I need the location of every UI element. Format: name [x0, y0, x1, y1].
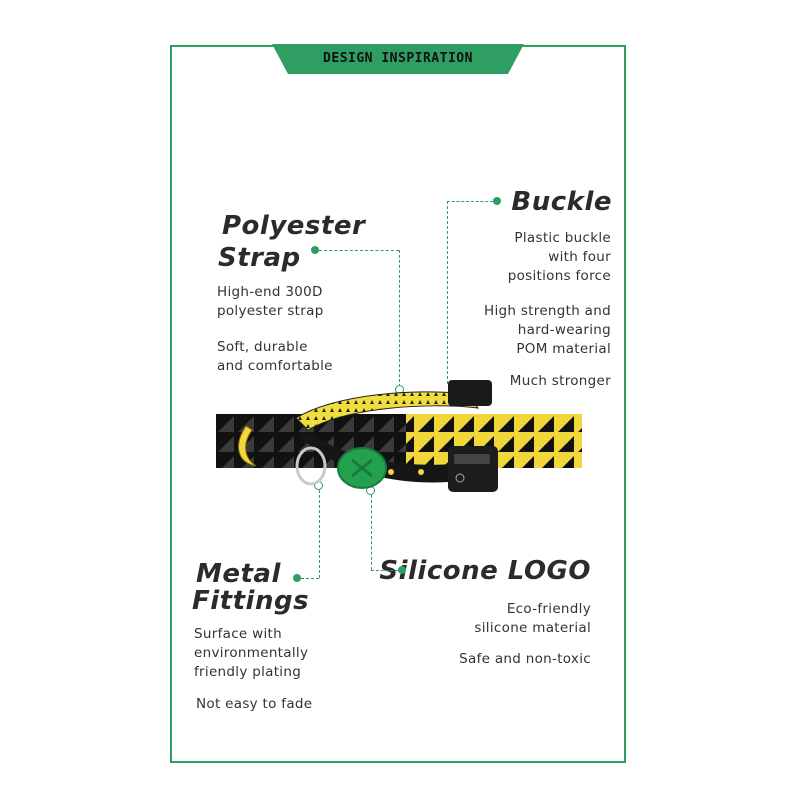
- strap-desc-2-line1: Soft, durable: [217, 339, 308, 355]
- strap-desc-2-line2: and comfortable: [217, 358, 333, 374]
- metal-title-line2: Fittings: [192, 586, 310, 616]
- buckle-desc-2-line1: High strength and: [484, 303, 611, 319]
- buckle-desc-1-line2: with four: [548, 249, 611, 265]
- logo-desc-2: Safe and non-toxic: [459, 651, 591, 667]
- buckle-bottom: [448, 446, 498, 492]
- buckle-desc-2-line2: hard-wearing: [517, 322, 611, 338]
- logo-connector-dot: [398, 566, 406, 574]
- collar-loop-front: [300, 432, 452, 483]
- logo-desc-1: Eco-friendly silicone material: [474, 600, 591, 638]
- buckle-desc-2-line3: POM material: [516, 341, 611, 357]
- metal-title-line1: Metal: [196, 559, 281, 589]
- buckle-desc-1: Plastic buckle with four positions force: [508, 229, 611, 286]
- banana-icon: [238, 425, 257, 467]
- metal-connector-dot: [293, 574, 301, 582]
- buckle-desc-1-line3: positions force: [507, 268, 611, 284]
- strap-desc-2: Soft, durable and comfortable: [217, 338, 333, 376]
- collar-loop-top: [295, 391, 480, 431]
- metal-connector-v: [319, 490, 320, 578]
- metal-desc-1-line3: friendly plating: [194, 664, 302, 680]
- collar-illustration: [216, 380, 582, 492]
- metal-desc-1-line2: environmentally: [194, 645, 309, 661]
- metal-desc-1: Surface with environmentally friendly pl…: [194, 625, 308, 682]
- buckle-top: [448, 380, 492, 406]
- strap-desc-1-line1: High-end 300D: [217, 284, 323, 300]
- strap-desc-1: High-end 300D polyester strap: [217, 283, 324, 321]
- logo-desc-1-line1: Eco-friendly: [506, 601, 591, 617]
- strap-connector-h: [319, 250, 399, 251]
- buckle-desc-1-line1: Plastic buckle: [514, 230, 611, 246]
- strap-desc-1-line2: polyester strap: [217, 303, 324, 319]
- buckle-connector-v: [447, 201, 448, 384]
- metal-desc-2: Not easy to fade: [196, 696, 313, 712]
- buckle-connector-dot: [493, 197, 501, 205]
- logo-desc-1-line2: silicone material: [474, 620, 591, 636]
- metal-desc-1-line1: Surface with: [194, 626, 282, 642]
- strap-title-line1: Polyester: [222, 211, 366, 241]
- buckle-desc-2: High strength and hard-wearing POM mater…: [484, 302, 611, 359]
- logo-connector-v: [371, 495, 372, 570]
- buckle-connector-h: [447, 201, 493, 202]
- strap-connector-v: [399, 250, 400, 387]
- buckle-desc-3: Much stronger: [509, 373, 611, 389]
- section-banner: DESIGN INSPIRATION: [272, 44, 524, 74]
- strap-connector-dot: [311, 246, 319, 254]
- logo-connector-h: [371, 570, 398, 571]
- metal-connector-h: [301, 578, 319, 579]
- strap-title-line2: Strap: [218, 243, 301, 273]
- logo-title: Silicone LOGO: [379, 556, 591, 586]
- banner-title: DESIGN INSPIRATION: [323, 51, 473, 66]
- metal-ring: [295, 446, 327, 486]
- buckle-title: Buckle: [511, 187, 612, 217]
- banner-shape: [272, 44, 524, 74]
